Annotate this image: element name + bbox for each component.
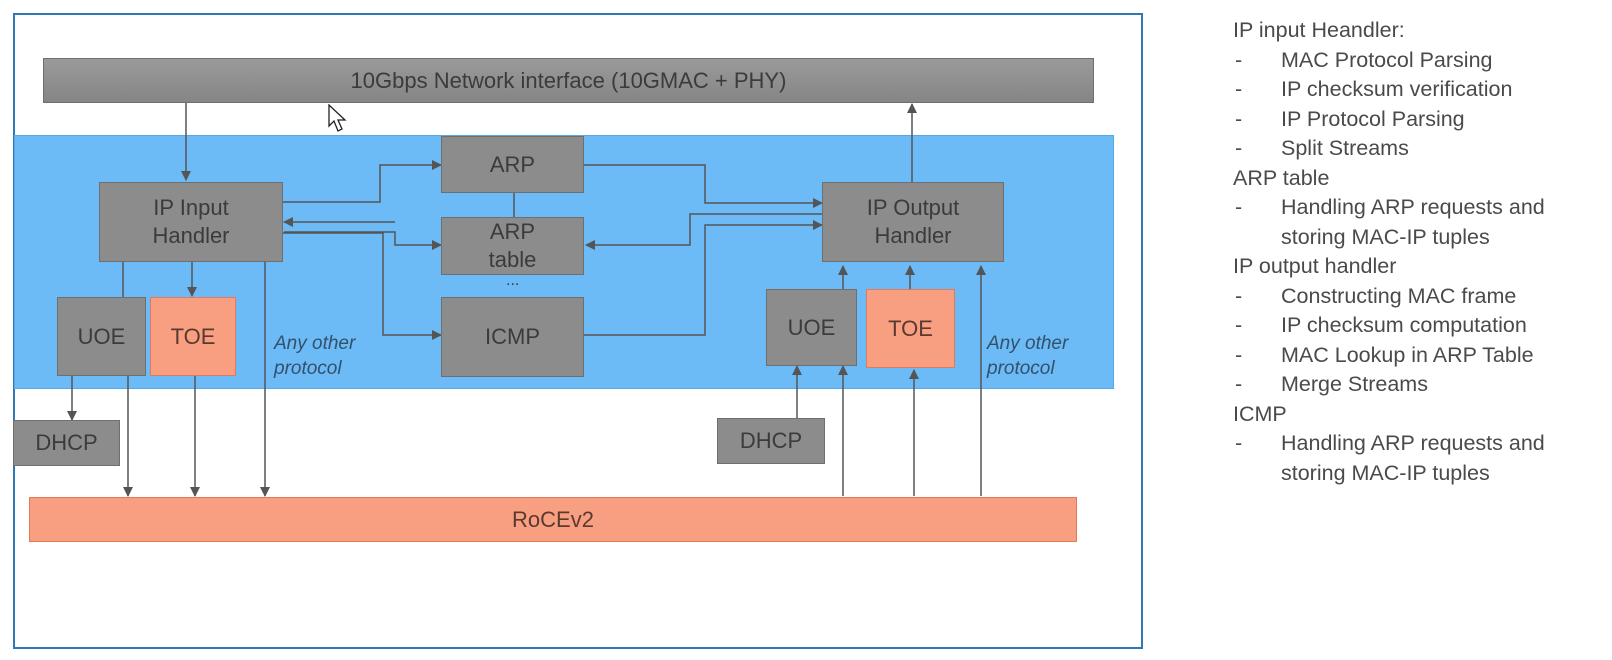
line-arp-to-output <box>584 164 823 208</box>
bullet-dash: - <box>1235 431 1243 455</box>
notes-item-text: Merge Streams <box>1281 372 1428 396</box>
notes-item-text: IP Protocol Parsing <box>1281 106 1465 131</box>
ip-output-handler-box: IP Output Handler <box>822 182 1004 262</box>
bullet-dash: - <box>1235 313 1243 337</box>
notes-item-text: Handling ARP requests and storing MAC-IP… <box>1281 431 1545 485</box>
bullet-dash: - <box>1235 136 1243 160</box>
notes-heading: IP input Heandler: <box>1233 18 1405 42</box>
bullet-dash: - <box>1235 195 1243 219</box>
line-input-to-icmp <box>283 232 442 340</box>
ip-input-handler-box: IP Input Handler <box>99 182 283 262</box>
notes-list-item: - Handling ARP requests and storing MAC-I… <box>1233 193 1603 252</box>
notes-item-text: Constructing MAC frame <box>1281 283 1517 308</box>
mouse-cursor-icon <box>328 104 347 132</box>
notes-heading: IP output handler <box>1233 254 1397 278</box>
line-icmp-to-output <box>584 220 823 336</box>
dhcp-right-label: DHCP <box>739 428 803 453</box>
notes-item-text: Split Streams <box>1281 136 1409 160</box>
rocev2-label: RoCEv2 <box>512 506 594 532</box>
bullet-dash: - <box>1235 77 1243 101</box>
notes-list-item: - Merge Streams <box>1233 370 1603 400</box>
notes-list-item: - MAC Lookup in ARP Table <box>1233 341 1603 371</box>
description-panel: IP input Heandler:-MAC Protocol Parsing-… <box>1233 16 1603 488</box>
dhcp-left-box: DHCP <box>13 420 120 466</box>
notes-heading: ICMP <box>1233 401 1287 426</box>
arp-table-box: ARP table <box>441 217 584 275</box>
any-other-protocol-left: Any other protocol <box>274 333 356 379</box>
icmp-box: ICMP <box>441 297 584 377</box>
notes-list-item: - Handling ARP requests and storing MAC-I… <box>1233 429 1603 488</box>
notes-list-item: - IP Protocol Parsing <box>1233 105 1603 135</box>
icmp-label: ICMP <box>485 324 540 349</box>
network-interface-box: 10Gbps Network interface (10GMAC + PHY) <box>43 58 1094 103</box>
any-other-protocol-right: Any other protocol <box>987 333 1069 379</box>
notes-item-text: MAC Lookup in ARP Table <box>1281 342 1534 367</box>
toe-left-box: TOE <box>150 297 236 376</box>
uoe-left-box: UOE <box>57 297 146 376</box>
arp-table-label: ARP table <box>488 219 537 272</box>
toe-right-label: TOE <box>888 315 933 341</box>
toe-right-box: TOE <box>866 289 955 368</box>
dhcp-right-box: DHCP <box>717 418 825 464</box>
uoe-right-label: UOE <box>787 314 836 340</box>
bullet-dash: - <box>1235 283 1243 308</box>
ellipsis: ... <box>506 272 520 289</box>
toe-left-label: TOE <box>170 323 216 349</box>
uoe-left-label: UOE <box>77 323 126 349</box>
bullet-dash: - <box>1235 106 1243 131</box>
notes-item-text: MAC Protocol Parsing <box>1281 47 1493 72</box>
arp-label: ARP <box>489 151 536 177</box>
notes-list-item: - IP checksum computation <box>1233 311 1603 341</box>
notes-list-item: - Constructing MAC frame <box>1233 282 1603 312</box>
notes-list-item: - MAC Protocol Parsing <box>1233 46 1603 76</box>
notes-item-text: IP checksum computation <box>1281 313 1527 337</box>
notes-item-text: Handling ARP requests and storing MAC-IP… <box>1281 195 1545 249</box>
notes-list-item: - Split Streams <box>1233 134 1603 164</box>
rocev2-box: RoCEv2 <box>29 497 1077 542</box>
line-input-to-arp <box>283 160 442 203</box>
bullet-dash: - <box>1235 342 1243 367</box>
ip-input-handler-label: IP Input Handler <box>152 195 230 248</box>
bullet-dash: - <box>1235 47 1243 72</box>
bullet-dash: - <box>1235 372 1243 396</box>
notes-heading: ARP table <box>1233 165 1330 190</box>
notes-list-item: - IP checksum verification <box>1233 75 1603 105</box>
line-output-to-arptable <box>585 213 822 250</box>
ip-output-handler-label: IP Output Handler <box>866 195 960 248</box>
line-input-to-arptable <box>284 231 442 250</box>
dhcp-left-label: DHCP <box>35 430 98 455</box>
arp-box: ARP <box>441 136 584 193</box>
network-interface-label: 10Gbps Network interface (10GMAC + PHY) <box>350 67 787 93</box>
uoe-right-box: UOE <box>766 289 857 366</box>
notes-item-text: IP checksum verification <box>1281 77 1513 101</box>
